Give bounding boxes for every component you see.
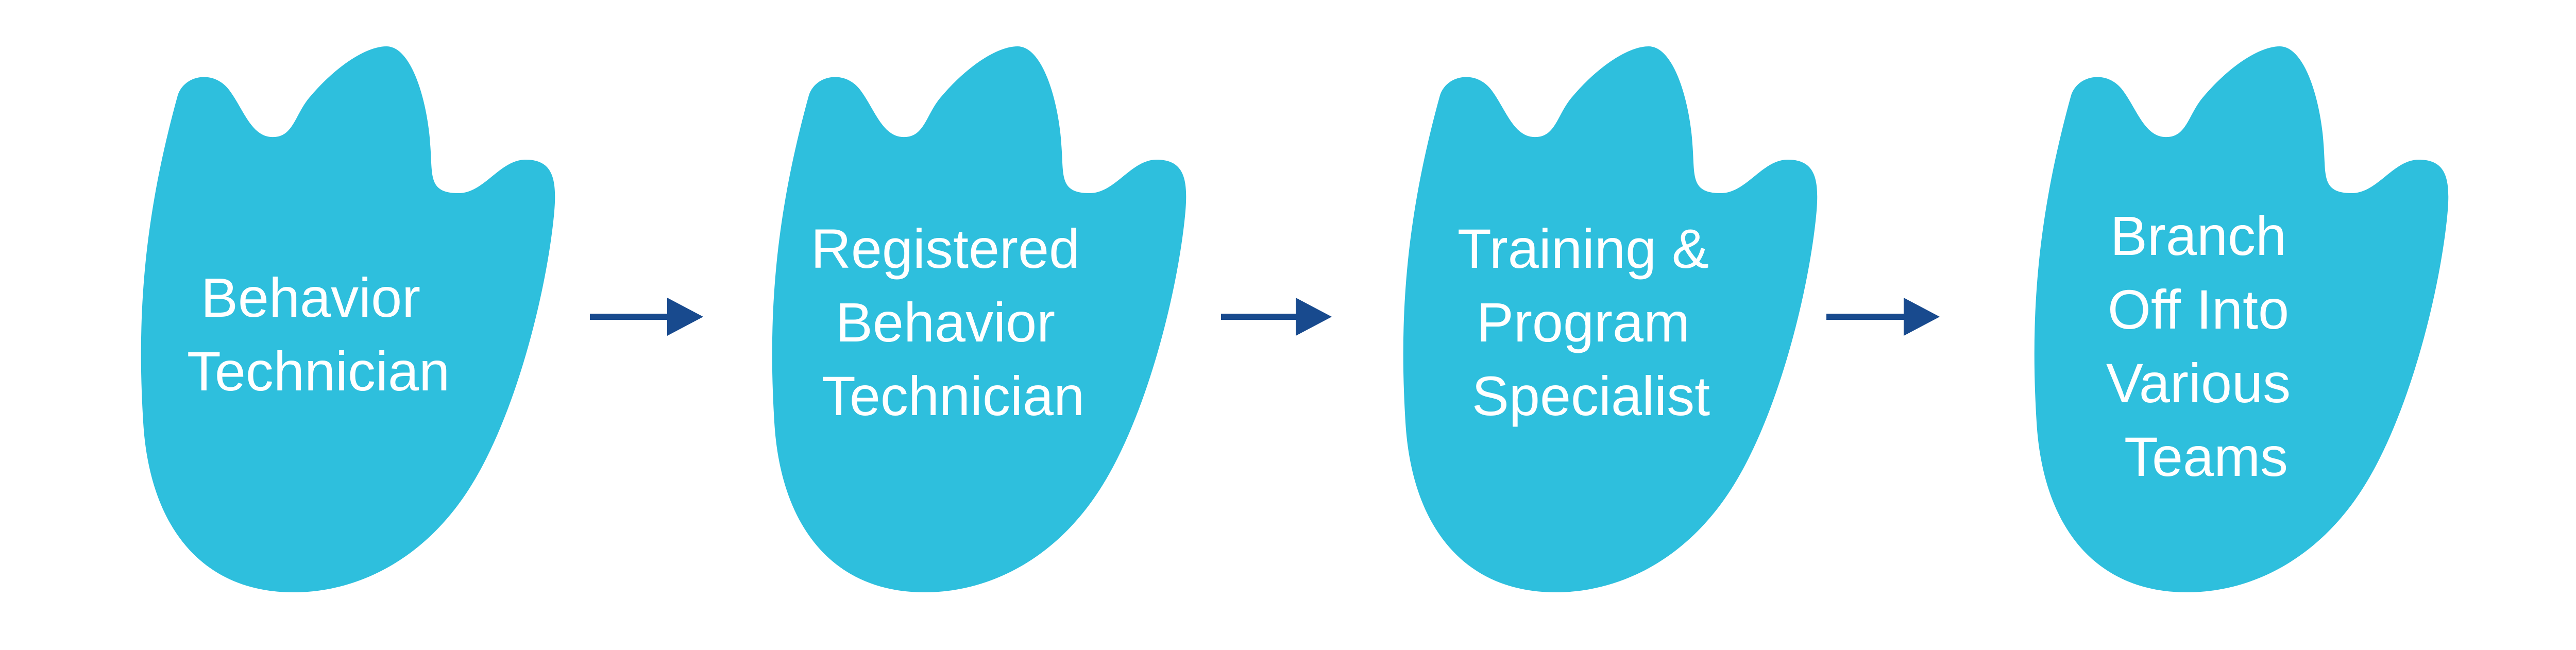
step-4-line-4: Teams	[2124, 425, 2288, 488]
step-2-line-3: Technician	[822, 365, 1084, 427]
arrow-2	[1221, 298, 1332, 336]
step-1-label: Behavior Technician	[187, 266, 450, 402]
step-4-label: Branch Off Into Various Teams	[2106, 204, 2306, 488]
step-1-line-2: Technician	[187, 340, 450, 402]
step-1-line-1: Behavior	[201, 266, 420, 329]
step-3-line-3: Specialist	[1472, 365, 1710, 427]
step-4-line-2: Off Into	[2108, 278, 2289, 340]
step-4-line-3: Various	[2106, 352, 2291, 414]
arrow-1	[590, 298, 703, 336]
step-2-line-1: Registered	[811, 217, 1080, 280]
step-2-label: Registered Behavior Technician	[811, 217, 1095, 427]
step-3-line-2: Program	[1477, 291, 1690, 353]
step-3-line-1: Training &	[1458, 217, 1709, 280]
step-4-line-1: Branch	[2110, 204, 2286, 267]
step-2-line-2: Behavior	[836, 291, 1055, 353]
arrow-3	[1826, 298, 1940, 336]
step-3-label: Training & Program Specialist	[1458, 217, 1724, 427]
